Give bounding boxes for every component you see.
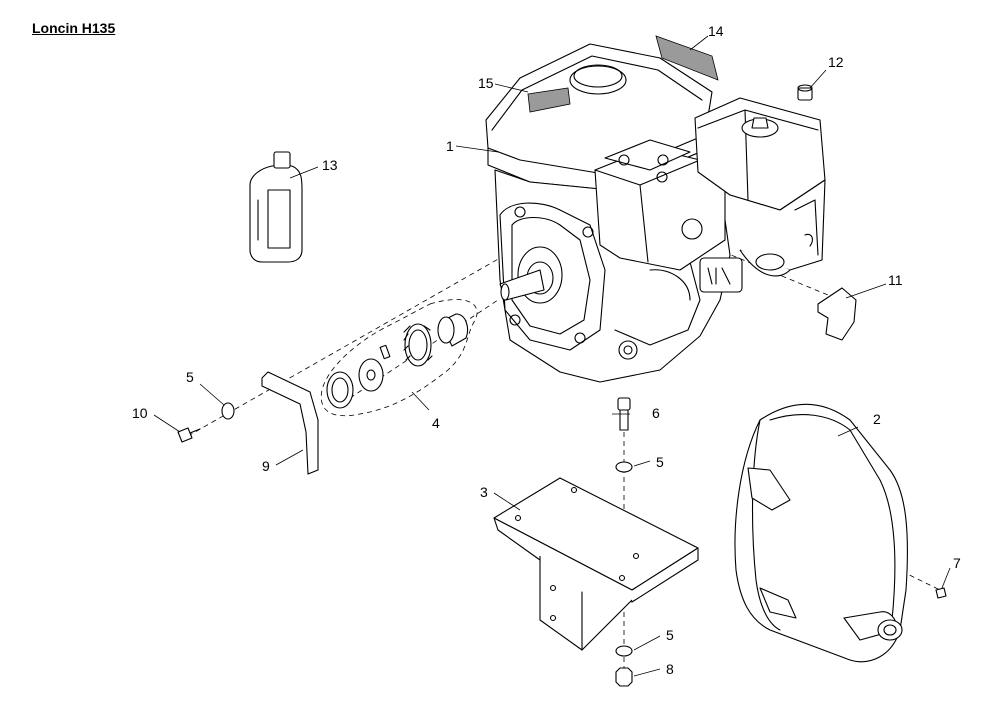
callout-13: 13	[322, 157, 338, 173]
engine	[485, 43, 826, 383]
screw-guard	[935, 587, 947, 599]
cap-12	[797, 84, 813, 101]
callout-9: 9	[262, 458, 270, 474]
callout-12: 12	[828, 54, 844, 70]
callout-6: 6	[652, 405, 660, 421]
callout-2: 2	[873, 411, 881, 427]
callout-4: 4	[432, 415, 440, 431]
callout-numbers: 1 2 3 4 5 5 5 6 7 8 9 10 11 12 13 14 15	[132, 23, 961, 677]
mounting-bracket	[493, 477, 699, 651]
callout-5-mid: 5	[656, 454, 664, 470]
diagram-title: Loncin H135	[32, 20, 116, 36]
callout-15: 15	[478, 75, 494, 91]
washer-bottom	[615, 645, 633, 657]
clutch-parts	[326, 313, 469, 409]
callout-5-bottom: 5	[666, 627, 674, 643]
clip	[817, 287, 857, 341]
callout-1: 1	[446, 138, 454, 154]
bolt-vertical	[617, 397, 631, 431]
nut	[615, 667, 633, 687]
callout-11: 11	[888, 272, 903, 288]
washer-left	[221, 402, 235, 420]
washer-mid	[615, 461, 633, 473]
bolt-left	[177, 427, 201, 443]
callout-7: 7	[953, 555, 961, 571]
callout-5-left: 5	[186, 369, 194, 385]
callout-10: 10	[132, 405, 148, 421]
label-14	[655, 35, 719, 81]
callout-8: 8	[666, 661, 674, 677]
leader-lines	[153, 35, 951, 677]
callout-14: 14	[708, 23, 724, 39]
callout-3: 3	[480, 484, 488, 500]
belt-guard	[734, 403, 908, 663]
oil-bottle	[249, 151, 303, 263]
support-bracket	[261, 371, 319, 475]
